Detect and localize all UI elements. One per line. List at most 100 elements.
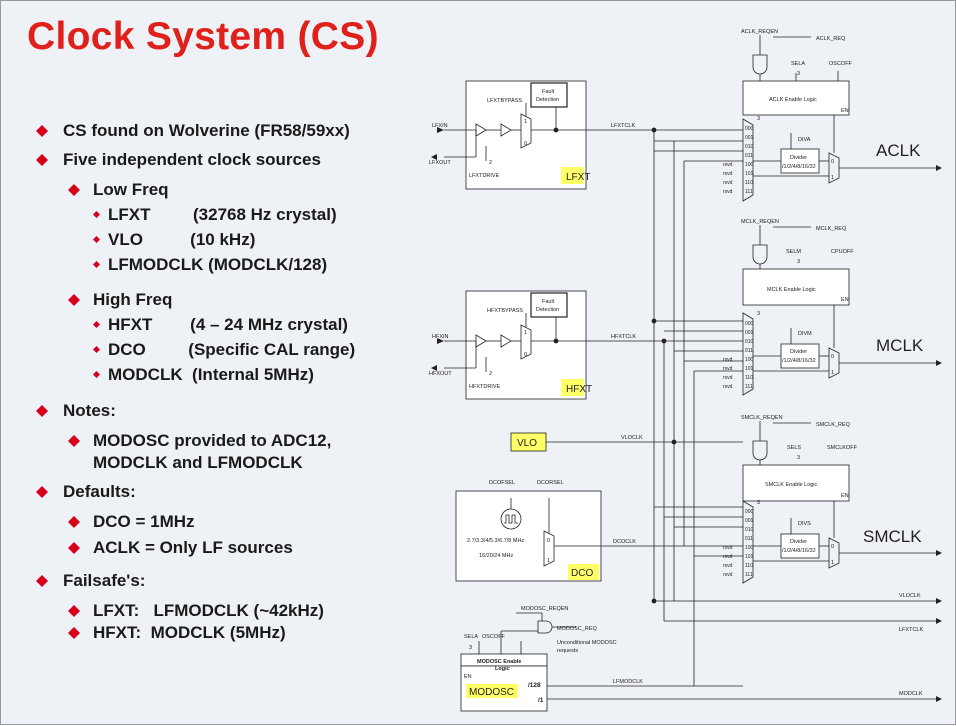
oscoff-label: OSCOFF bbox=[829, 61, 853, 67]
mclk-mux-three: 3 bbox=[757, 311, 760, 317]
selm-label: SELM bbox=[786, 249, 801, 255]
smclk-rsvd-label: rsvd bbox=[723, 563, 733, 569]
cpuoff-label: CPUOFF bbox=[831, 249, 854, 255]
aclk-mux-code: 001 bbox=[745, 135, 754, 141]
aclk-divider-label: Divider bbox=[790, 155, 807, 161]
bullet-dco: DCO (Specific CAL range) bbox=[108, 340, 356, 359]
bullet-failsafe-lfxt: LFXT: LFMODCLK (~42kHz) bbox=[93, 601, 324, 620]
modosc-req-label: MODOSC_REQ bbox=[557, 626, 597, 632]
aclk-mux-code: 000 bbox=[745, 126, 754, 132]
mclk-rsvd-label: rsvd bbox=[723, 375, 733, 381]
smclk-rsvd-label: rsvd bbox=[723, 554, 733, 560]
lfxt-mux-0: 0 bbox=[524, 141, 527, 147]
mclk-out-1: 1 bbox=[831, 370, 834, 376]
lfxt-bypass-mux bbox=[520, 113, 532, 149]
smclkoff-label: SMCLKOFF bbox=[827, 445, 858, 451]
vloclk-label: VLOCLK bbox=[621, 435, 643, 441]
div1-label: /1 bbox=[538, 697, 544, 704]
aclk-div-values: /1/2/4/8/16/32 bbox=[782, 164, 816, 170]
aclk-divider bbox=[780, 148, 820, 174]
smclk-enable-logic bbox=[742, 464, 850, 502]
aclk-output-label: ACLK bbox=[876, 141, 921, 160]
aclk-logic-label: ACLK Enable Logic bbox=[769, 97, 817, 103]
lfmodclk-label: LFMODCLK bbox=[613, 679, 643, 685]
mclk-output-label: MCLK bbox=[876, 336, 924, 355]
aclk-rsvd-label: rsvd bbox=[723, 189, 733, 195]
diva-label: DIVA bbox=[798, 137, 811, 143]
mclk-rsvd-label: rsvd bbox=[723, 384, 733, 390]
modosc-logic-label2: Logic bbox=[495, 666, 510, 672]
smclk-mux-code: 111 bbox=[745, 572, 753, 578]
dco-mux-1: 1 bbox=[547, 558, 550, 564]
smclk-divider-label: Divider bbox=[790, 539, 807, 545]
mclk-mux-code: 110 bbox=[745, 375, 753, 381]
dco-block-label: DCO bbox=[571, 568, 593, 579]
smclk-rsvd-label: rsvd bbox=[723, 545, 733, 551]
lfxout-label: LFXOUT bbox=[429, 160, 451, 166]
smclk-source-mux bbox=[742, 500, 754, 584]
aclk-mux-code: 011 bbox=[745, 153, 753, 159]
mclk-and-gate bbox=[752, 244, 768, 265]
aclk-mux-code: 110 bbox=[745, 180, 753, 186]
sela-label: SELA bbox=[791, 61, 805, 67]
bullet-cs-found: CS found on Wolverine (FR58/59xx) bbox=[63, 121, 350, 140]
modosc-reqen-label: MODOSC_REQEN bbox=[521, 606, 568, 612]
diamond-bullet-icon bbox=[36, 486, 48, 498]
bullet-failsafe: Failsafe's: bbox=[63, 571, 146, 590]
mclk-mux-code: 101 bbox=[745, 366, 754, 372]
bullet-notes: Notes: bbox=[63, 401, 116, 420]
aclk-source-mux bbox=[742, 118, 754, 202]
fault-label: Fault bbox=[542, 89, 555, 95]
smclk-three: 3 bbox=[797, 455, 800, 461]
smclk-output-mux bbox=[828, 537, 840, 569]
aclk-rsvd-label: rsvd bbox=[723, 162, 733, 168]
smclk-div-values: /1/2/4/8/16/32 bbox=[782, 548, 816, 554]
small-diamond-bullet-icon bbox=[93, 261, 100, 268]
lfxtbypass-label: LFXTBYPASS bbox=[487, 98, 522, 104]
lfxt-block-label: LFXT bbox=[566, 172, 590, 183]
bullet-modosc-line2: MODCLK and LFMODCLK bbox=[93, 453, 303, 472]
dco-freq1-label: 2.7/3.3/4/5.3/6.7/8 MHz bbox=[467, 538, 524, 544]
hfxtdrive-label: HFXTDRIVE bbox=[469, 384, 501, 390]
vlo-block-label: VLO bbox=[517, 438, 537, 449]
smclk-out-0: 0 bbox=[831, 544, 834, 550]
bullet-lfxt: LFXT (32768 Hz crystal) bbox=[108, 205, 337, 224]
hfxt-fault-label: Fault bbox=[542, 299, 555, 305]
mclk-out-0: 0 bbox=[831, 354, 834, 360]
bullet-defaults: Defaults: bbox=[63, 482, 136, 501]
lfxtclk-out-label: LFXTCLK bbox=[899, 627, 923, 633]
smclk-mux-code: 001 bbox=[745, 518, 754, 524]
lfxt-mux-1: 1 bbox=[524, 119, 527, 125]
mclk-mux-code: 001 bbox=[745, 330, 754, 336]
aclk-out-0: 0 bbox=[831, 159, 834, 165]
diamond-bullet-icon bbox=[36, 125, 48, 137]
dcorsel-label: DCORSEL bbox=[537, 480, 564, 486]
mclk-mux-code: 010 bbox=[745, 339, 754, 345]
diamond-bullet-icon bbox=[36, 154, 48, 166]
dco-highlight bbox=[568, 564, 599, 580]
mclk-mux-code: 000 bbox=[745, 321, 754, 327]
smclk-output-label: SMCLK bbox=[863, 527, 922, 546]
aclk-mux-code: 111 bbox=[745, 189, 753, 195]
mclk-mux-code: 111 bbox=[745, 384, 753, 390]
smclk-mux-code: 000 bbox=[745, 509, 754, 515]
mclk-enable-logic bbox=[742, 268, 850, 306]
div128-label: /128 bbox=[528, 682, 541, 689]
mclk-divider bbox=[780, 343, 820, 369]
divm-label: DIVM bbox=[798, 331, 812, 337]
small-diamond-bullet-icon bbox=[93, 236, 100, 243]
requests-label: requests bbox=[557, 648, 578, 654]
smclk-mux-three: 3 bbox=[757, 500, 760, 506]
mclk-req-label: MCLK_REQ bbox=[816, 226, 847, 232]
aclk-en-label: EN bbox=[841, 108, 849, 114]
aclk-rsvd-label: rsvd bbox=[723, 171, 733, 177]
hfxout-label: HFXOUT bbox=[429, 371, 452, 377]
mclk-divider-label: Divider bbox=[790, 349, 807, 355]
hfxt-two-label: 2 bbox=[489, 371, 492, 377]
bullet-dco-default: DCO = 1MHz bbox=[93, 512, 195, 531]
uncond-label: Unconditional MODOSC bbox=[557, 640, 617, 646]
hfxtbypass-label: HFXTBYPASS bbox=[487, 308, 523, 314]
smclk-rsvd-label: rsvd bbox=[723, 572, 733, 578]
dcoclk-label: DCOCLK bbox=[613, 539, 636, 545]
